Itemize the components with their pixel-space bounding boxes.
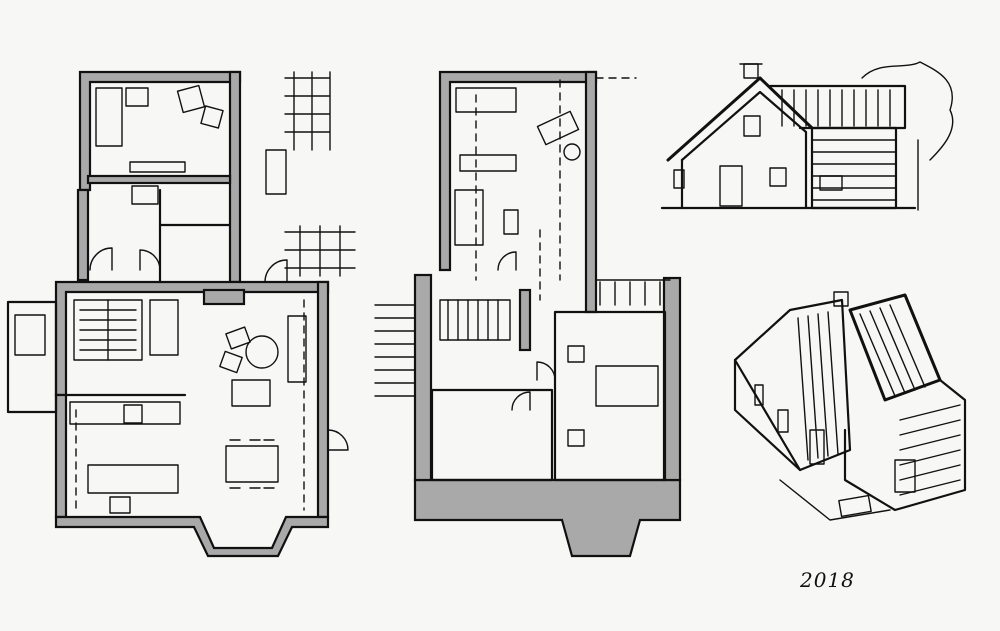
ground-floor-plan — [6, 70, 356, 558]
signature-year: 2018 — [800, 568, 855, 592]
upper-floor-plan — [374, 70, 682, 558]
artist-signature: 2018 — [800, 568, 855, 592]
aerial-perspective — [733, 291, 967, 521]
front-elevation — [660, 61, 954, 211]
